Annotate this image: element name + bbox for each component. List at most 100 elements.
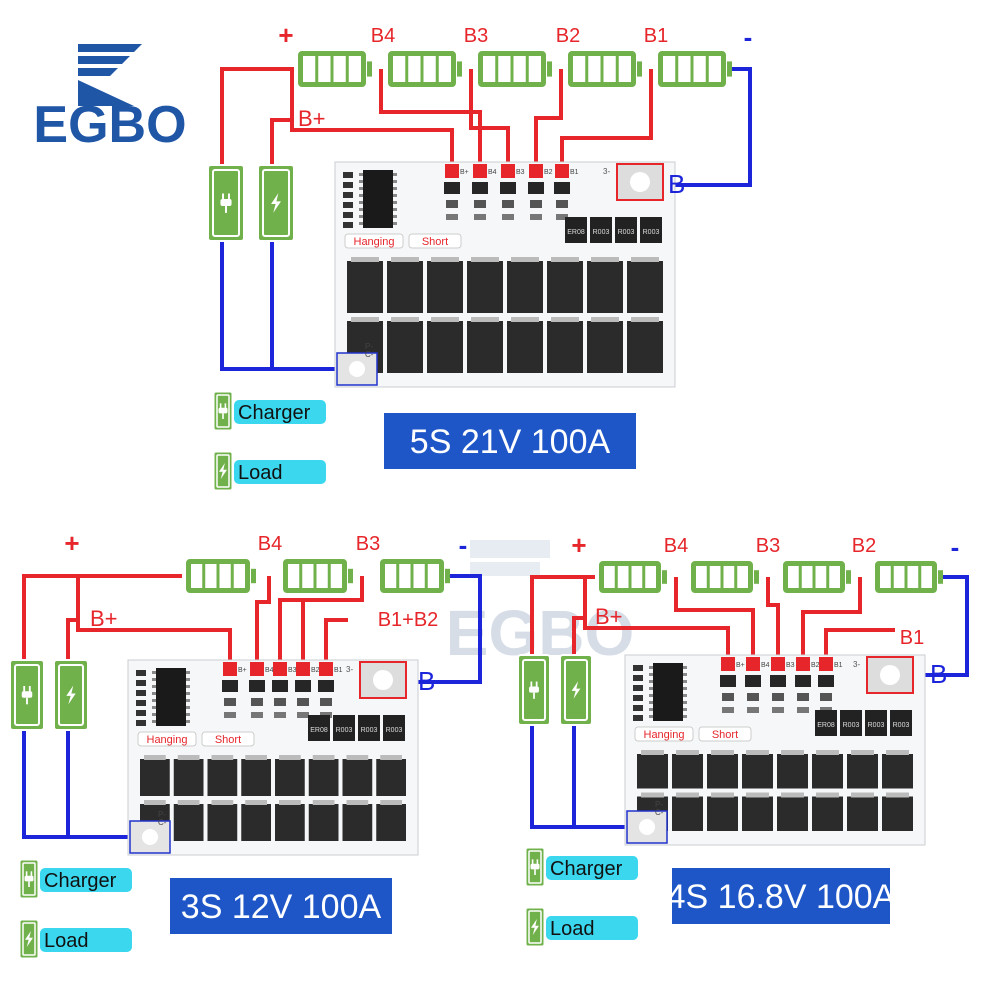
power-mosfet — [342, 804, 373, 841]
balance-pin-b1 — [819, 657, 833, 671]
power-mosfet — [812, 754, 843, 789]
ic-pin — [649, 715, 653, 718]
b-minus-pad-label: 3- — [603, 167, 610, 176]
load-positive-wire — [66, 618, 78, 660]
legend-icon-border — [216, 394, 230, 428]
cell-bar — [348, 56, 361, 82]
cell-bar — [330, 564, 342, 588]
balance-resistor — [320, 698, 332, 706]
mosfet-tab — [391, 257, 419, 262]
mosfet-tab — [279, 755, 301, 760]
shunt-resistor-mark: R003 — [336, 727, 353, 734]
cell-bar — [318, 56, 331, 82]
power-mosfet — [376, 759, 406, 796]
hanging-pad-bg — [634, 726, 694, 742]
mosfet-tab — [851, 792, 874, 798]
balance-pin-label: B1 — [334, 667, 343, 674]
port-inner-border — [564, 659, 588, 721]
minus-label: - — [744, 22, 753, 52]
mosfet-tab — [641, 792, 664, 798]
battery-cell-icon — [871, 557, 943, 597]
plug-prong — [530, 681, 533, 687]
mosfet-tab — [211, 755, 234, 760]
balance-wire — [324, 618, 348, 662]
legend-label: Charger — [550, 858, 623, 880]
port-inner-border — [58, 664, 84, 726]
bolt — [571, 681, 581, 699]
legend-label-bg — [40, 868, 132, 892]
balance-mosfet — [528, 182, 544, 194]
legend-icon-border — [528, 850, 542, 884]
balance-cap — [502, 214, 514, 220]
plug-prong — [30, 871, 33, 877]
cell-terminal — [846, 570, 851, 584]
balance-resistor — [797, 693, 809, 701]
cell-bar — [693, 56, 706, 82]
plug-prong — [536, 859, 539, 865]
cell-bar — [678, 56, 691, 82]
cell-terminal — [367, 61, 372, 77]
port-inner-border — [212, 169, 240, 237]
bolt — [25, 931, 33, 947]
b-minus-pad — [616, 163, 664, 201]
cell-terminal — [348, 568, 353, 584]
balance-wire — [379, 69, 482, 164]
balance-pin-label: B2 — [811, 662, 820, 669]
smd-part — [343, 212, 353, 218]
bolt — [66, 685, 76, 705]
balance-pin-b3 — [273, 662, 287, 676]
balance-pin-bplus — [223, 662, 237, 676]
battery-cell-icon — [654, 47, 732, 91]
ic-pin — [393, 173, 397, 176]
balance-resistor — [446, 200, 458, 208]
lightning-icon — [531, 919, 539, 935]
legend-charger: Charger — [213, 391, 326, 431]
cell-bar — [438, 56, 451, 82]
shunt-resistor-mark: R003 — [361, 727, 378, 734]
shunt-resistor-mark: R003 — [618, 229, 635, 236]
ic-pin — [649, 680, 653, 683]
tap-label: B1+B2 — [378, 609, 439, 631]
balance-wire — [766, 577, 780, 657]
ic-pin — [359, 201, 363, 204]
ic-pin — [152, 692, 156, 695]
cell-bar — [303, 56, 316, 82]
smd-part — [136, 710, 146, 716]
cell-bar — [921, 566, 932, 588]
power-mosfet — [627, 261, 663, 313]
power-mosfet — [547, 321, 583, 373]
power-mosfet — [587, 321, 623, 373]
shunt-resistor — [358, 715, 380, 741]
p-pad-label: P- — [158, 810, 166, 819]
smd-part — [136, 680, 146, 686]
battery-cell-icon — [687, 557, 759, 597]
plug-icon — [220, 193, 232, 213]
battery-cell-icon — [564, 47, 642, 91]
ic-pin — [152, 678, 156, 681]
mosfet-tab — [431, 257, 459, 262]
cell-bar — [333, 56, 346, 82]
hanging-pad-bg — [344, 233, 404, 249]
balance-pin-bplus — [721, 657, 735, 671]
ic-pin — [393, 194, 397, 197]
shunt-resistor-mark: ER08 — [817, 722, 835, 729]
balance-pin-label: B1 — [570, 169, 579, 176]
ic-pin — [186, 720, 190, 723]
b-minus-hole — [630, 172, 650, 192]
plug-cord — [28, 881, 30, 887]
cell-terminal — [727, 61, 732, 77]
mosfet-tab — [144, 755, 166, 760]
ic-pin — [683, 673, 687, 676]
ic-pin — [152, 713, 156, 716]
balance-cap — [530, 214, 542, 220]
b-plus-wire — [583, 577, 730, 657]
shunt-resistor-mark: R003 — [843, 722, 860, 729]
logo-wedge — [78, 80, 134, 106]
cell-bar — [316, 564, 328, 588]
power-mosfet — [308, 759, 339, 796]
balance-mosfet — [770, 675, 786, 687]
balance-cap — [446, 214, 458, 220]
power-mosfet — [507, 321, 543, 373]
plug-prong — [227, 193, 230, 200]
